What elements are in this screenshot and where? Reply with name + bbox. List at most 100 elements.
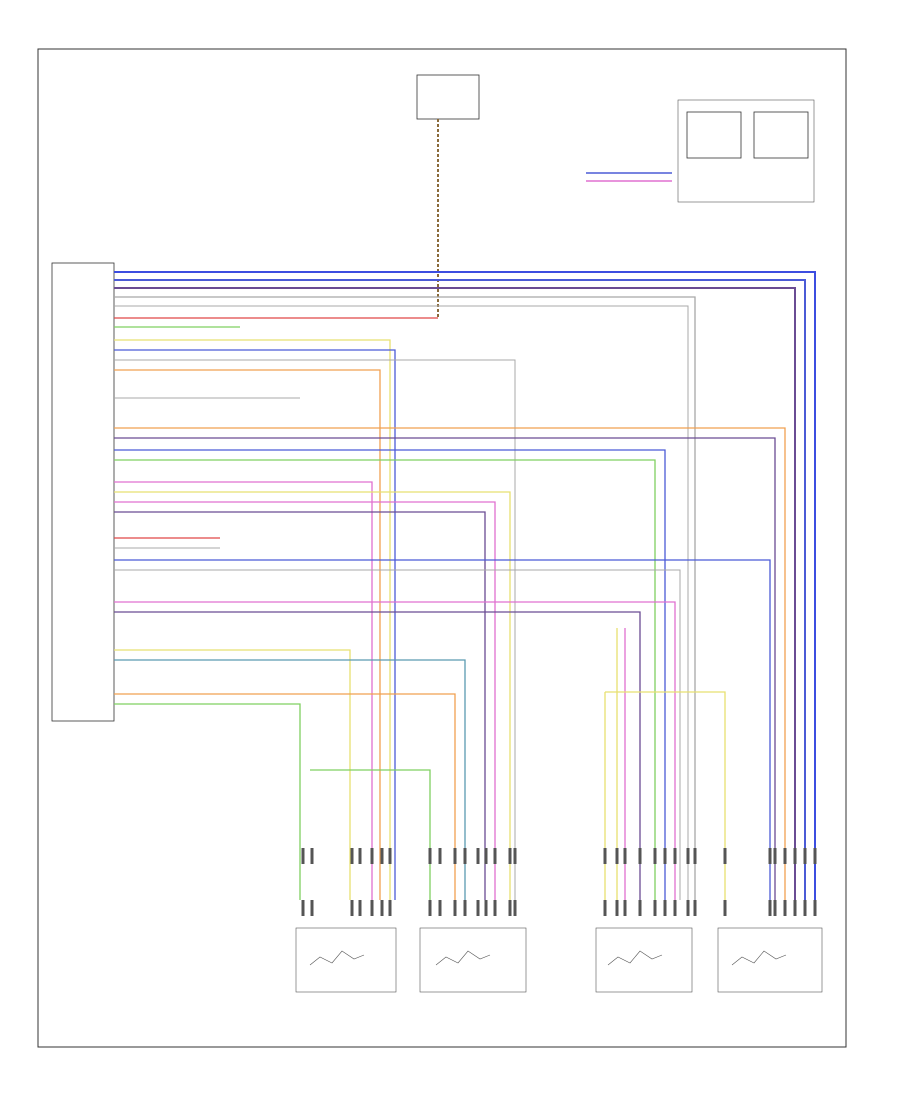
wire-teal-1 <box>114 659 466 900</box>
wire-purple-3 <box>114 511 486 900</box>
connector-pin-bottom-23 <box>686 900 690 916</box>
wire-gray-3 <box>114 359 516 900</box>
wire-gray-2 <box>114 305 689 900</box>
connector-pin-bottom-7 <box>428 900 432 916</box>
wire-blue-1 <box>114 271 816 900</box>
connector-pin-bottom-10 <box>463 900 467 916</box>
connector-pin-top-17 <box>615 848 619 864</box>
wire-gray-5 <box>114 569 681 900</box>
connector-pin-bottom-16 <box>603 900 607 916</box>
connector-pin-bottom-14 <box>508 900 512 916</box>
wire-yellow-1 <box>114 339 391 900</box>
connector-pin-bottom-5 <box>380 900 384 916</box>
connector-pin-top-30 <box>803 848 807 864</box>
connector-pin-top-6 <box>388 848 392 864</box>
wire-purple-4 <box>114 611 641 900</box>
connector-pin-top-23 <box>686 848 690 864</box>
wire-yellow-5 <box>605 691 726 900</box>
seat-switch-3 <box>595 927 693 993</box>
wire-yellow-3 <box>114 649 351 900</box>
connector-pin-bottom-1 <box>310 900 314 916</box>
connector-pin-bottom-20 <box>653 900 657 916</box>
connector-pin-bottom-17 <box>615 900 619 916</box>
connector-pin-bottom-2 <box>350 900 354 916</box>
connector-pin-top-22 <box>673 848 677 864</box>
connector-pin-bottom-29 <box>793 900 797 916</box>
connector-pin-top-7 <box>428 848 432 864</box>
wire-pink-2 <box>114 501 496 900</box>
wire-blue-5 <box>114 559 771 900</box>
connector-pin-top-3 <box>358 848 362 864</box>
connector-pin-bottom-30 <box>803 900 807 916</box>
wire-blue-2 <box>114 279 806 900</box>
connector-pin-bottom-26 <box>768 900 772 916</box>
fuse-box <box>416 74 480 120</box>
connector-pin-top-5 <box>380 848 384 864</box>
connector-pin-top-4 <box>370 848 374 864</box>
wire-blue-3 <box>114 349 396 900</box>
connector-pin-bottom-11 <box>476 900 480 916</box>
connector-pin-top-31 <box>813 848 817 864</box>
connector-pin-bottom-9 <box>453 900 457 916</box>
connector-pin-bottom-6 <box>388 900 392 916</box>
connector-pin-top-12 <box>484 848 488 864</box>
connector-pin-bottom-3 <box>358 900 362 916</box>
top-right-box-2 <box>753 111 809 159</box>
connector-pin-bottom-27 <box>773 900 777 916</box>
connector-pin-bottom-18 <box>623 900 627 916</box>
connectors <box>301 848 817 916</box>
wires <box>114 119 816 900</box>
wire-yellow-2 <box>114 491 511 900</box>
connector-pin-top-13 <box>493 848 497 864</box>
connector-pin-top-26 <box>768 848 772 864</box>
connector-pin-top-20 <box>653 848 657 864</box>
connector-pin-bottom-4 <box>370 900 374 916</box>
connector-pin-top-18 <box>623 848 627 864</box>
wire-pink-3 <box>114 601 676 900</box>
connector-pin-top-15 <box>513 848 517 864</box>
connector-pin-bottom-22 <box>673 900 677 916</box>
wire-gray-1 <box>114 296 696 900</box>
wire-orange-2 <box>114 427 786 900</box>
connector-pin-top-28 <box>783 848 787 864</box>
wire-pink-1 <box>114 481 373 900</box>
seat-switch-2 <box>419 927 527 993</box>
connector-pin-top-1 <box>310 848 314 864</box>
connector-pin-bottom-15 <box>513 900 517 916</box>
connector-pin-top-8 <box>438 848 442 864</box>
wire-green-2 <box>114 703 301 900</box>
connector-pin-top-14 <box>508 848 512 864</box>
connector-pin-top-11 <box>476 848 480 864</box>
connector-pin-bottom-24 <box>693 900 697 916</box>
wire-orange-3 <box>114 693 456 900</box>
connector-pin-bottom-21 <box>663 900 667 916</box>
connector-pin-top-21 <box>663 848 667 864</box>
connector-pin-top-16 <box>603 848 607 864</box>
top-right-box-1 <box>686 111 742 159</box>
connector-pin-top-9 <box>453 848 457 864</box>
connector-pin-top-0 <box>301 848 305 864</box>
top-right-switch-group <box>677 99 815 203</box>
control-module <box>51 262 115 722</box>
seat-switch-4 <box>717 927 823 993</box>
connector-pin-bottom-8 <box>438 900 442 916</box>
connector-pin-bottom-19 <box>638 900 642 916</box>
connector-pin-bottom-12 <box>484 900 488 916</box>
wire-orange-1 <box>114 369 381 900</box>
connector-pin-top-2 <box>350 848 354 864</box>
connector-pin-top-25 <box>723 848 727 864</box>
connector-pin-top-24 <box>693 848 697 864</box>
connector-pin-bottom-25 <box>723 900 727 916</box>
connector-pin-bottom-28 <box>783 900 787 916</box>
wire-purple-1 <box>114 287 796 900</box>
connector-pin-top-19 <box>638 848 642 864</box>
wire-green-3 <box>310 769 431 900</box>
connector-pin-top-10 <box>463 848 467 864</box>
diagram-frame <box>37 48 847 1048</box>
connector-pin-bottom-13 <box>493 900 497 916</box>
wire-blue-4 <box>114 449 666 900</box>
connector-pin-top-29 <box>793 848 797 864</box>
connector-pin-bottom-0 <box>301 900 305 916</box>
connector-pin-bottom-31 <box>813 900 817 916</box>
